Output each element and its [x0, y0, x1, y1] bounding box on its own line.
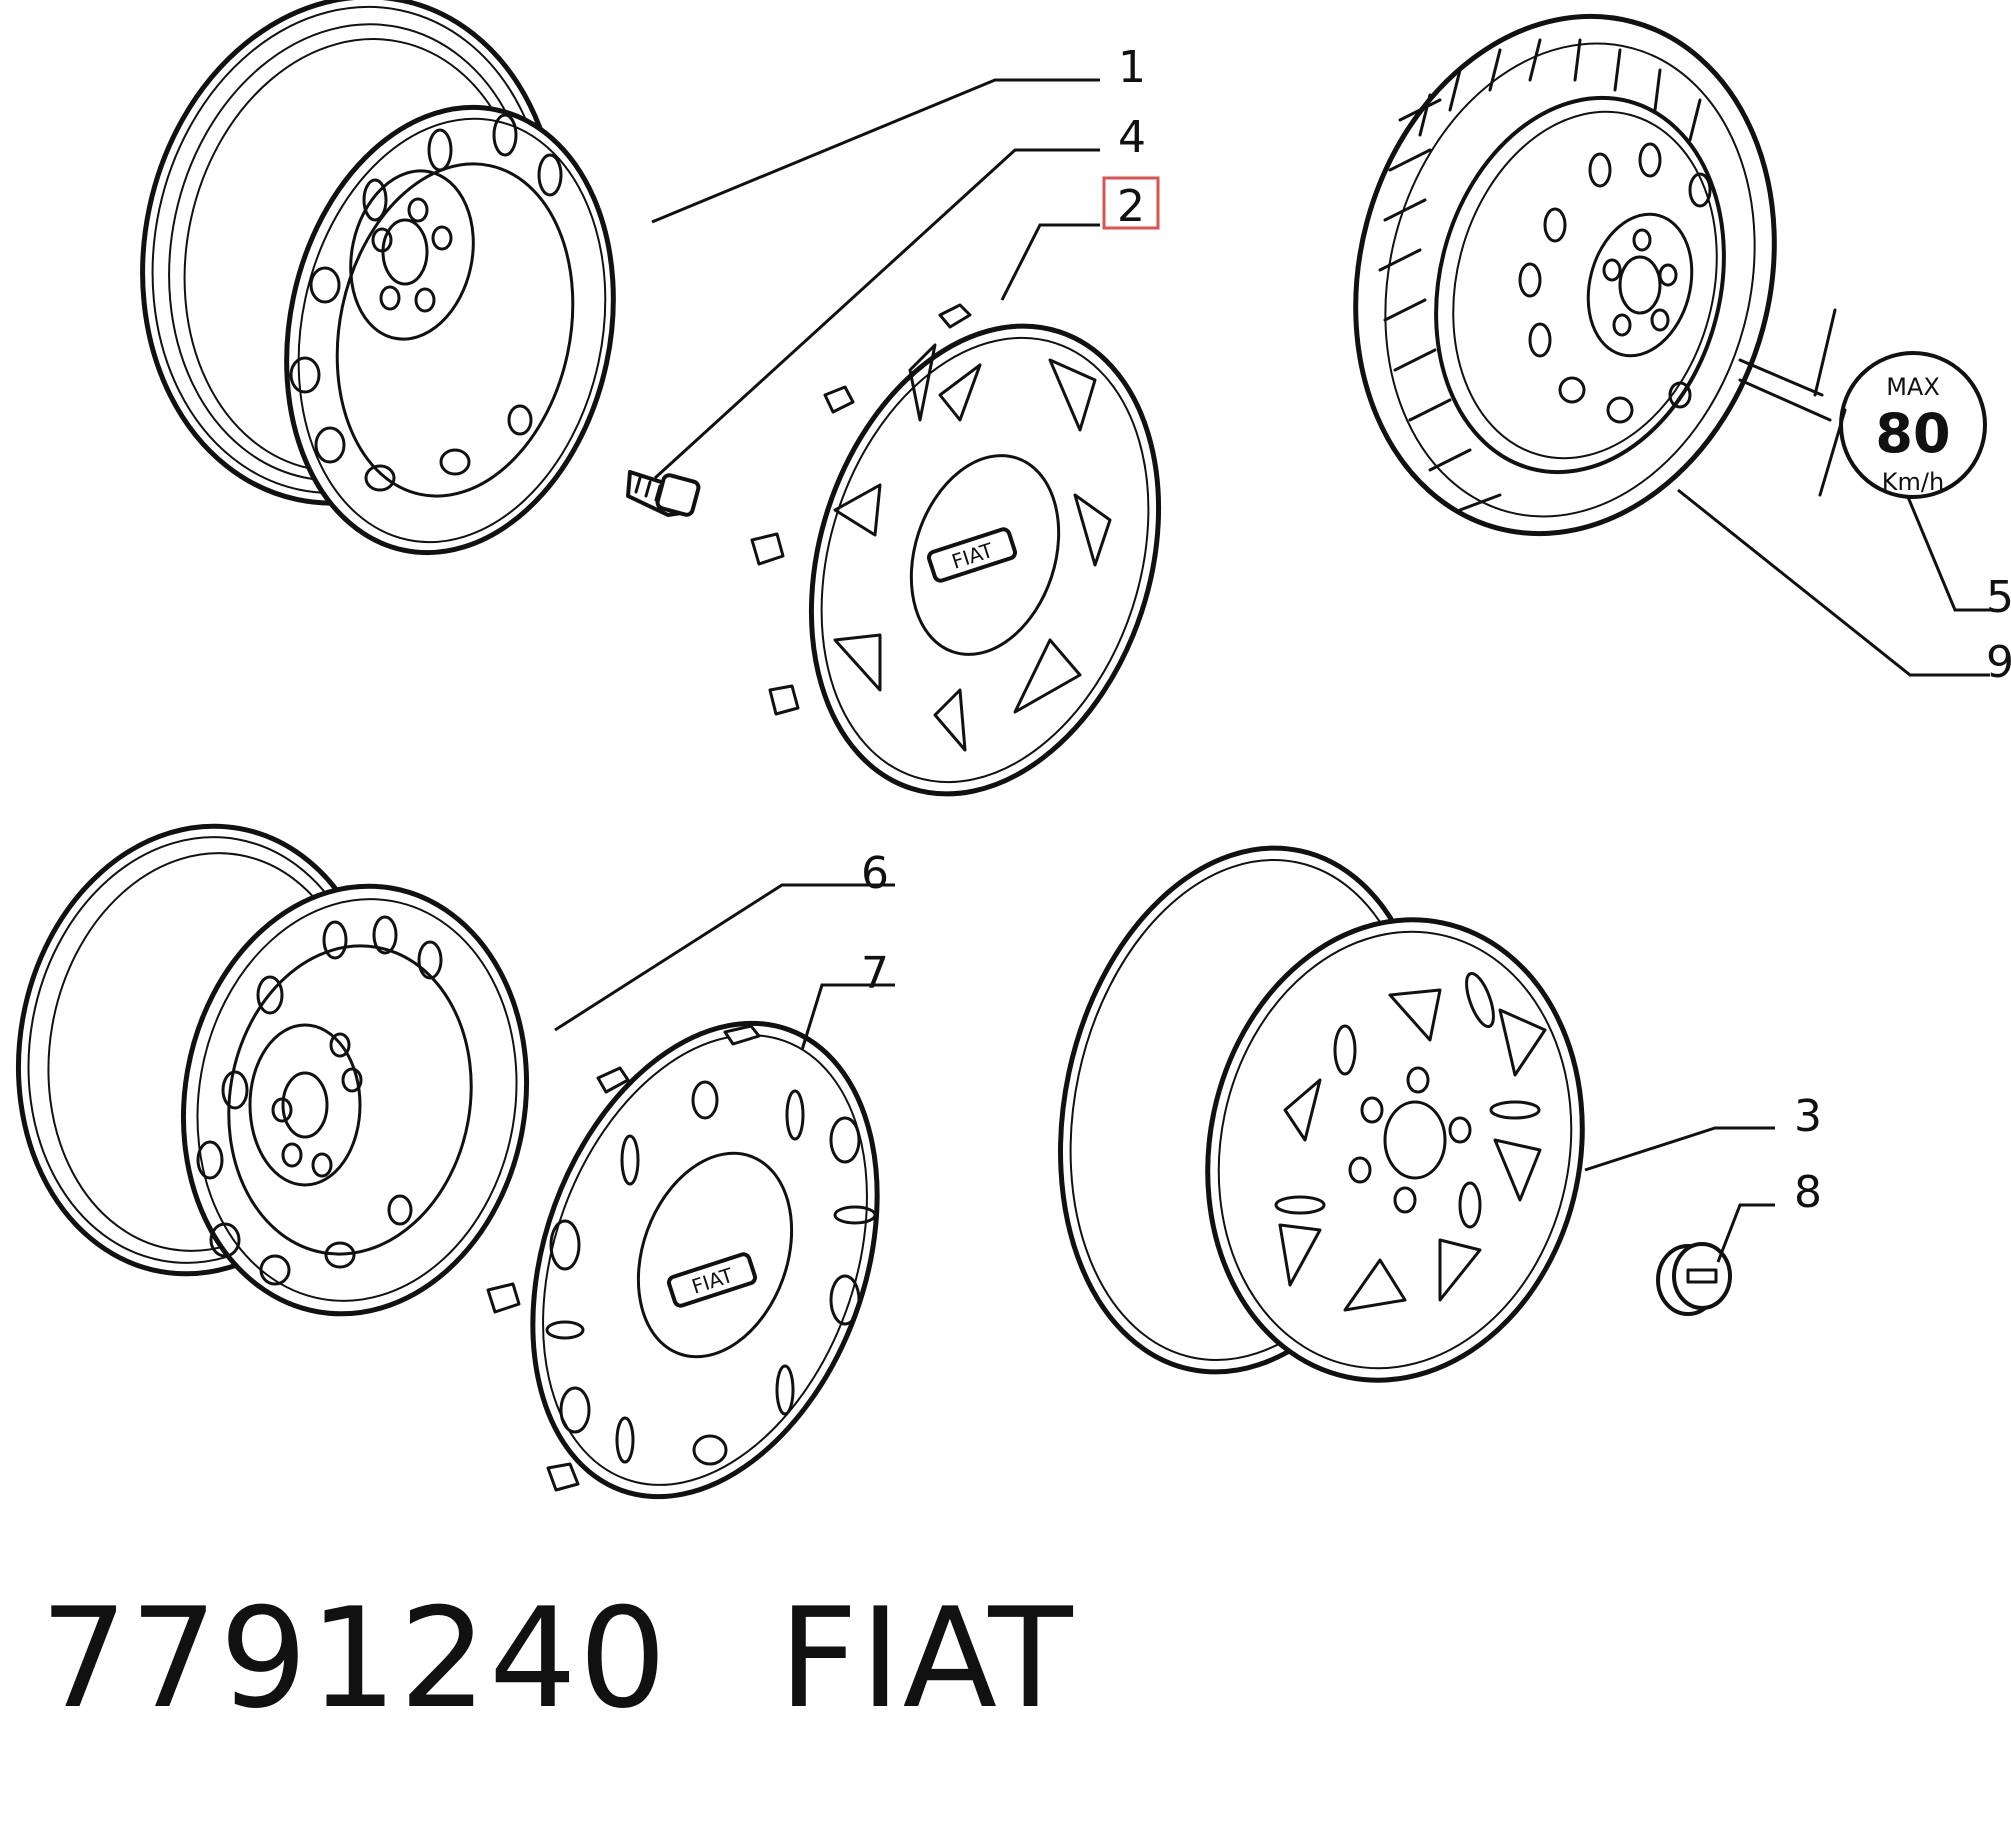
callout-8[interactable]: 8 — [1794, 1167, 1822, 1218]
callout-6[interactable]: 6 — [861, 848, 889, 899]
callout-4[interactable]: 4 — [1118, 112, 1146, 163]
sign-mount-lines — [1738, 308, 1847, 497]
part-number: 7791240 — [40, 1578, 669, 1739]
hubcap-2: FIAT — [750, 303, 1162, 797]
hubcap-7: FIAT — [486, 1020, 880, 1500]
alloy-wheel-3 — [1058, 845, 1585, 1383]
callout-3[interactable]: 3 — [1794, 1091, 1822, 1142]
center-cap-8 — [1656, 1242, 1732, 1316]
steel-wheel-1 — [140, 0, 616, 556]
sign-speed-text: 80 — [1875, 402, 1950, 465]
steel-wheel-6 — [15, 823, 530, 1317]
leader-lines — [554, 78, 1990, 1263]
callout-9[interactable]: 9 — [1986, 637, 2011, 688]
sign-unit-text: Km/h — [1882, 468, 1944, 496]
sign-max-text: MAX — [1886, 373, 1940, 401]
callout-numbers: 1 4 2 5 9 6 7 3 8 — [861, 42, 2011, 1218]
callout-7[interactable]: 7 — [861, 948, 889, 999]
callout-highlight-box — [1102, 176, 1160, 230]
callout-1[interactable]: 1 — [1118, 42, 1146, 93]
callout-5[interactable]: 5 — [1986, 572, 2011, 623]
wheel-bolt-4 — [626, 470, 701, 517]
part-caption: 7791240 FIAT — [40, 1578, 1185, 1739]
spare-wheel-9 — [1353, 13, 1777, 537]
callout-2[interactable]: 2 — [1117, 181, 1145, 232]
brand-name: FIAT — [778, 1578, 1075, 1739]
speed-sign-5: MAX 80 Km/h — [1839, 351, 1987, 499]
